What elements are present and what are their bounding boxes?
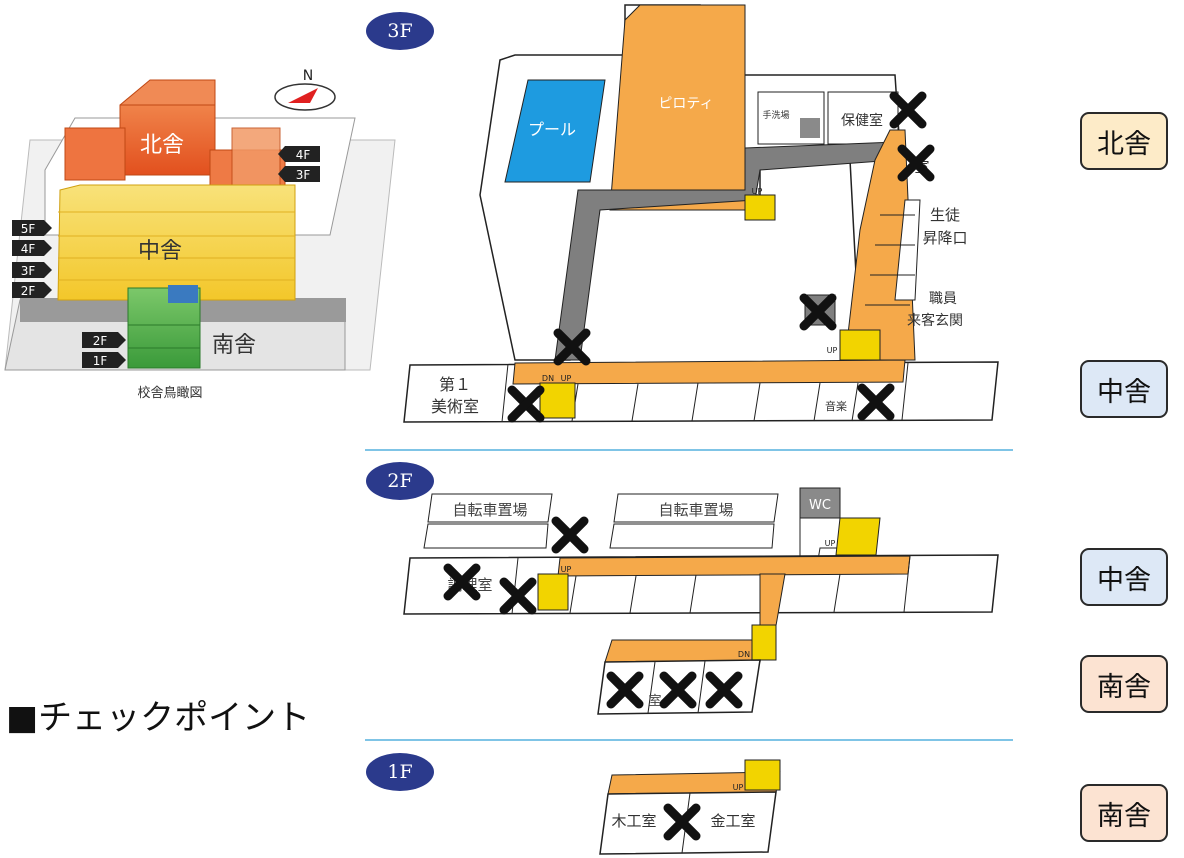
f3-stairs-west-dn: DN [542,374,554,383]
floor-badge-2f: 2F [366,462,434,500]
middle-floor-3f-text: 3F [21,264,36,278]
checkpoint-x-mark [897,144,935,182]
north-floor-3f-text: 3F [296,168,311,182]
bike-shed-1-lower [423,523,549,549]
art-room-label-2: 美術室 [431,397,479,416]
art-room-label-1: 第１ [439,375,471,394]
checkpoint-x-mark [705,671,743,709]
middle-floor-tag-5f [12,220,52,236]
checkpoint-x-mark [799,293,837,331]
floor-1f-plan: UP 木工室 金工室 [599,759,781,855]
overview-middle-label: 中舎 [138,239,182,264]
metal-shop-label: 金工室 [710,812,755,830]
middle-floor-5f-text: 5F [21,222,36,236]
compass-label: N [303,68,313,84]
wc-label: WC [809,498,831,513]
f3-stairs-upper [744,194,776,221]
floor-2f-plan: 自転車置場 自転車置場 WC UP UP 調理室 DN 室 [403,487,999,715]
overview-floor-tags: 4F 3F 5F 4F 3F 2F 2F 1F [12,146,320,368]
staff-entrance-label-1: 職員 [929,291,957,307]
overview-north-label: 北舎 [140,133,184,158]
f2-stairs-south [751,624,777,661]
student-entrance-label-2: 昇降口 [922,229,967,247]
floor-3f-plan: プール ピロティ 手洗場 保健室 室 生徒 昇降口 職員 来客玄関 UP UP [403,4,999,423]
floor-badge-1f: 1F [366,753,434,791]
music-room-partial: 音楽 [825,399,847,413]
checkpoint-x-mark [857,383,895,421]
f2-stairs-ne-label: UP [825,539,836,548]
overview-middle-building: 中舎 [57,184,296,301]
f2-main-corridor [557,555,911,577]
f3-stairs-east [839,329,881,361]
compass-icon: N [274,68,336,111]
health-room-label: 保健室 [841,112,883,129]
building-label-south-2f: 南舎 [1080,655,1168,713]
f3-stairs-upper-label: UP [752,187,763,196]
overview-south-label: 南舎 [212,333,256,358]
checkpoint-x-mark [663,803,701,841]
middle-floor-tag-3f [12,262,52,278]
f1-stairs [744,759,781,791]
middle-floor-4f-text: 4F [21,242,36,256]
middle-floor-tag-2f [12,282,52,298]
f2-stairs-west [537,573,569,611]
f2-stairs-south-label: DN [738,650,750,659]
building-label-south-1f: 南舎 [1080,784,1168,842]
f3-stairs-east-label: UP [827,346,838,355]
north-floor-4f-text: 4F [296,148,311,162]
wood-shop-label: 木工室 [611,812,656,830]
north-floor-tag-4f [278,146,320,162]
overview-south-building: 南舎 [127,285,256,369]
checkpoint-x-mark [499,577,537,615]
checkpoint-marks [443,91,935,841]
middle-floor-tag-4f [12,240,52,256]
south-floor-2f-text: 2F [93,334,108,348]
f3-main-corridor [512,359,906,385]
student-entrance-label-1: 生徒 [930,206,960,224]
south-room-partial: 室 [648,693,661,709]
overview-diagram: 北舎 中舎 南舎 4F 3F 5F 4F [4,68,396,401]
building-label-middle-2f: 中舎 [1080,548,1168,606]
handwash-label: 手洗場 [762,109,789,121]
bike-shed-2-lower [609,523,775,549]
staff-entrance-label-2: 来客玄関 [907,312,963,329]
bike-shed-1-label: 自転車置場 [452,501,527,519]
building-label-middle-3f: 中舎 [1080,360,1168,418]
checkpoint-x-mark [443,563,481,601]
checkpoint-x-mark [889,91,927,129]
pool-label: プール [528,120,576,139]
south-floor-tag-2f [82,332,126,348]
checkpoint-x-mark [606,671,644,709]
f3-stairs-west-up: UP [561,374,572,383]
checkpoint-x-mark [659,671,697,709]
north-floor-tag-3f [278,166,320,182]
f1-stairs-label: UP [733,783,744,792]
checkpoint-heading: ■チェックポイント [6,698,311,738]
bike-shed-2-label: 自転車置場 [658,501,733,519]
floor-badge-3f: 3F [366,12,434,50]
middle-floor-2f-text: 2F [21,284,36,298]
checkpoint-x-mark [553,328,591,366]
south-floor-1f-text: 1F [93,354,108,368]
f2-stairs-ne [835,517,881,556]
f2-stairs-west-label: UP [561,565,572,574]
south-floor-tag-1f [82,352,126,368]
bike-shed-1 [427,493,553,523]
checkpoint-x-mark [507,385,545,423]
pool-area [504,79,606,183]
checkpoint-x-mark [551,516,589,554]
overview-caption: 校舎鳥瞰図 [137,385,202,401]
building-label-north: 北舎 [1080,112,1168,170]
bike-shed-2 [613,493,779,523]
f3-stairs-west [539,382,576,419]
piloti-label: ピロティ [658,96,713,112]
